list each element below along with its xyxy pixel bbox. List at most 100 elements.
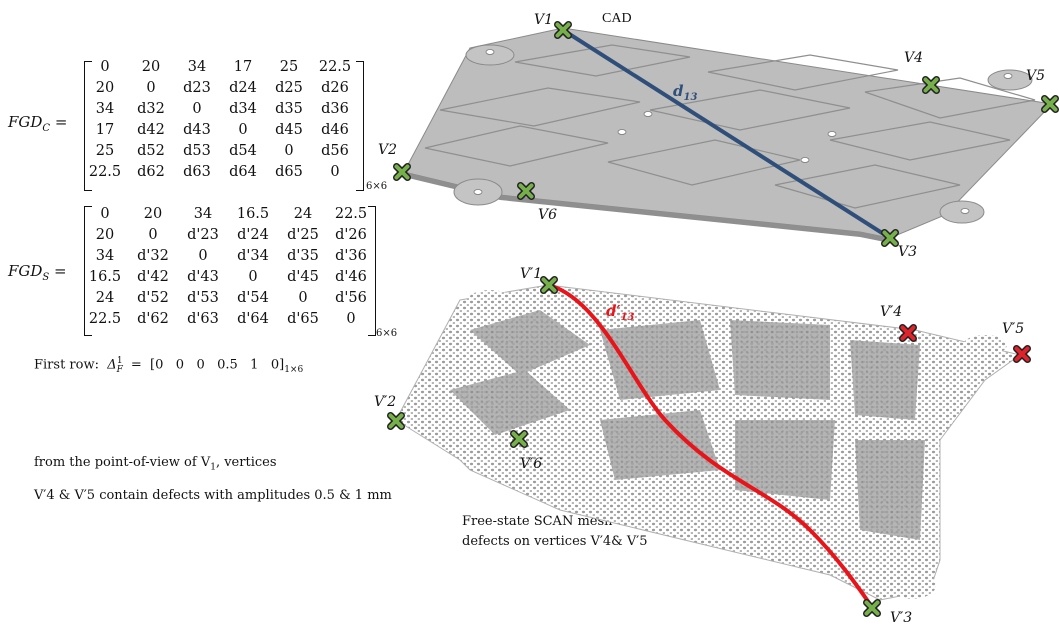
scan-mesh (395, 284, 1022, 601)
matrix-cell: d64 (229, 164, 257, 180)
matrix-cell: 25 (95, 143, 115, 159)
matrix-cell: 0 (346, 311, 356, 327)
matrix-cell: 0 (100, 59, 110, 75)
matrix-cell: d35 (275, 101, 303, 117)
matrix-cell: d52 (137, 143, 165, 159)
matrix-cell: 34 (95, 101, 115, 117)
matrix-cell: d56 (321, 143, 349, 159)
matrix-cell: d43 (183, 122, 211, 138)
matrix-cell: d'65 (287, 311, 319, 327)
matrix-cell: d24 (229, 80, 257, 96)
matrix-cell: 0 (284, 143, 294, 159)
cad-v5-label: V5 (1026, 68, 1045, 84)
matrix-cell: d'54 (237, 290, 269, 306)
matrix-cell: d'36 (335, 248, 367, 264)
scan-v4-label: V′4 (880, 304, 902, 320)
matrix-cell: 20 (95, 80, 115, 96)
matrix-cell: d'64 (237, 311, 269, 327)
fgd-c-matrix: FGDC = 0 20 34 17 25 22.5 20 0 d23 d24 d25 d26 34 d32… (0, 55, 387, 195)
matrix-cell: 0 (238, 122, 248, 138)
cad-v3-label: V3 (898, 244, 917, 260)
matrix-cell: 20 (141, 59, 161, 75)
matrix-cell: 34 (193, 206, 213, 222)
right-bracket (368, 206, 376, 336)
matrix-cell: d65 (275, 164, 303, 180)
scan-distance-label: d′13 (606, 302, 634, 323)
matrix-cell: d32 (137, 101, 165, 117)
matrix-cell: 16.5 (236, 206, 270, 222)
scan-v2-label: V′2 (374, 394, 396, 410)
cad-v2-label: V2 (378, 142, 397, 158)
scan-v5-label: V′5 (1002, 321, 1024, 337)
matrix-cell: d'26 (335, 227, 367, 243)
matrix-cell: 0 (298, 290, 308, 306)
matrix-cell: d'53 (187, 290, 219, 306)
matrix-cell: d'46 (335, 269, 367, 285)
matrix-cell: 0 (198, 248, 208, 264)
matrix-cell: 0 (192, 101, 202, 117)
matrix-cell: d53 (183, 143, 211, 159)
note-line-2: V′4 & V′5 contain defects with amplitude… (34, 488, 392, 503)
scan-distance-curve (548, 283, 874, 609)
scan-vertex-markers (390, 279, 1028, 614)
matrix-cell: d'42 (137, 269, 169, 285)
cad-distance-line (561, 28, 892, 240)
matrix-cell: d'43 (187, 269, 219, 285)
matrix-cell: d'32 (137, 248, 169, 264)
matrix-cell: 20 (95, 227, 115, 243)
left-bracket (84, 61, 92, 191)
note-line-1: from the point-of-view of V1, vertices (34, 455, 277, 473)
scan-v3-label: V′3 (890, 610, 912, 626)
matrix-cell: d25 (275, 80, 303, 96)
matrix-cell: d34 (229, 101, 257, 117)
matrix-cell: 34 (95, 248, 115, 264)
matrix-cell: d54 (229, 143, 257, 159)
matrix-cell: d'24 (237, 227, 269, 243)
matrix-cell: 16.5 (88, 269, 122, 285)
cad-v1-label: V1 (534, 12, 553, 28)
matrix-size: 6×6 (376, 328, 398, 339)
fgd-s-label: FGDS = (8, 262, 67, 283)
matrix-cell: d'35 (287, 248, 319, 264)
left-bracket (84, 206, 92, 336)
scan-v1-label: V′1 (520, 266, 542, 282)
scan-caption-2: defects on vertices V′4& V′5 (462, 534, 648, 549)
scan-v6-label: V′6 (520, 456, 542, 472)
matrix-cell: d'63 (187, 311, 219, 327)
matrix-cell: d42 (137, 122, 165, 138)
matrix-cell: 22.5 (334, 206, 368, 222)
matrix-cell: 24 (95, 290, 115, 306)
cad-distance-label: d13 (673, 82, 697, 103)
matrix-cell: d'52 (137, 290, 169, 306)
matrix-cell: d'25 (287, 227, 319, 243)
matrix-cell: d62 (137, 164, 165, 180)
fgd-c-label: FGDC = (8, 113, 68, 134)
cad-v4-label: V4 (904, 50, 923, 66)
matrix-cell: d26 (321, 80, 349, 96)
matrix-cell: 0 (100, 206, 110, 222)
matrix-cell: 22.5 (88, 164, 122, 180)
matrix-cell: d63 (183, 164, 211, 180)
matrix-cell: 17 (233, 59, 253, 75)
matrix-cell: 0 (148, 227, 158, 243)
matrix-cell: 20 (143, 206, 163, 222)
matrix-cell: d46 (321, 122, 349, 138)
matrix-size: 6×6 (366, 181, 388, 192)
matrix-cell: 25 (279, 59, 299, 75)
matrix-cell: d'34 (237, 248, 269, 264)
matrix-cell: 34 (187, 59, 207, 75)
cad-v6-label: V6 (538, 207, 557, 223)
right-bracket (356, 61, 364, 191)
matrix-cell: d45 (275, 122, 303, 138)
matrix-cell: d36 (321, 101, 349, 117)
matrix-cell: 24 (293, 206, 313, 222)
first-row-line: First row: ΔF1 = [0 0 0 0.5 1 0]1×6 (34, 356, 304, 375)
matrix-cell: d'45 (287, 269, 319, 285)
matrix-cell: d23 (183, 80, 211, 96)
matrix-cell: 0 (146, 80, 156, 96)
matrix-cell: 0 (248, 269, 258, 285)
matrix-cell: d'56 (335, 290, 367, 306)
matrix-cell: d'62 (137, 311, 169, 327)
